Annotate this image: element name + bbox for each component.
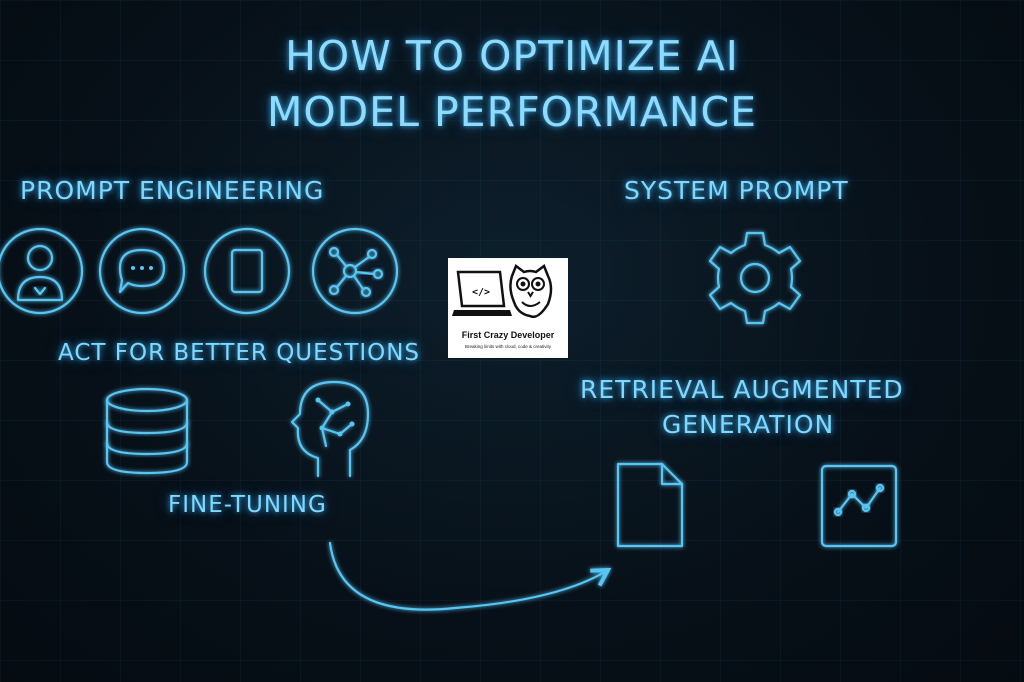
fine-tuning-heading: FINE-TUNING <box>168 492 327 518</box>
code-glyph: </> <box>472 287 490 298</box>
chat-bubble-icon <box>98 227 186 315</box>
user-icon <box>0 227 84 315</box>
brand-tagline: Breaking limits with cloud, code & creat… <box>464 344 552 349</box>
title-line-1: HOW TO OPTIMIZE AI <box>285 32 739 80</box>
database-icon <box>105 387 189 475</box>
file-icon <box>616 462 684 548</box>
network-icon <box>311 227 399 315</box>
prompt-engineering-heading: PROMPT ENGINEERING <box>20 176 325 205</box>
rag-heading-line-1: RETRIEVAL AUGMENTED <box>580 375 904 404</box>
document-icon <box>203 227 291 315</box>
brain-head-icon <box>290 380 370 478</box>
curved-arrow-finetuning-to-rag <box>328 541 612 611</box>
brand-name: First Crazy Developer <box>461 330 555 340</box>
act-better-questions-heading: ACT FOR BETTER QUESTIONS <box>58 340 421 366</box>
laptop-owl-icon: </> <box>452 264 553 318</box>
brand-logo: </> First Crazy Developer Breaking limit… <box>448 258 568 358</box>
line-chart-icon <box>820 464 898 548</box>
rag-heading-line-2: GENERATION <box>662 410 835 439</box>
system-prompt-heading: SYSTEM PROMPT <box>624 176 849 205</box>
title-line-2: MODEL PERFORMANCE <box>266 88 758 136</box>
gear-icon <box>708 231 802 325</box>
